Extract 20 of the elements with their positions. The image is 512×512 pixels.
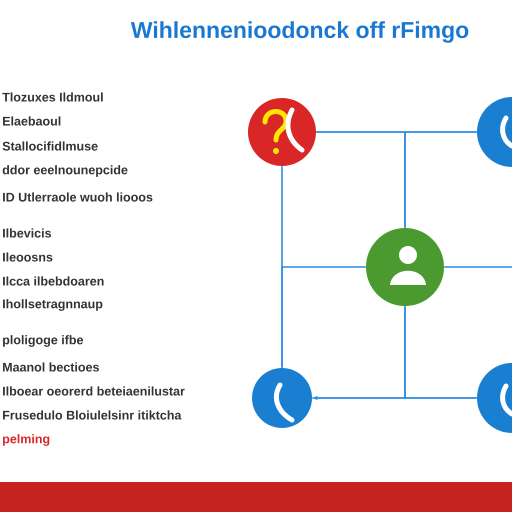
text-line: Maanol bectioes xyxy=(3,362,99,372)
text-line: Ileoosns xyxy=(3,252,52,262)
text-line: pelming xyxy=(3,434,50,446)
text-line: Tlozuxes Ildmoul xyxy=(2,92,103,102)
text-line: Stallocifidlmuse xyxy=(2,141,98,151)
circle-node xyxy=(248,98,316,166)
text-line: ddor eeelnounepcide xyxy=(2,165,128,177)
text-line: Elaebaoul xyxy=(3,116,60,126)
text-line: Ihollsetragnnaup xyxy=(3,299,102,311)
text-line: ploligoge ifbe xyxy=(3,335,84,347)
connector-line xyxy=(444,266,512,268)
text-line: ID Utlerraole wuoh liooos xyxy=(3,192,152,202)
title: Wihlennenioodonck off rFimgo xyxy=(130,21,468,43)
connector-line xyxy=(281,266,366,368)
text-line: Ilcca ilbebdoaren xyxy=(3,276,104,286)
connector-line xyxy=(404,131,477,228)
text-line: Ilboear oeorerd beteiaenilustar xyxy=(3,386,185,396)
text-line: Ilbevicis xyxy=(3,228,52,238)
text-line: Frusedulo Bloiulelsinr itiktcha xyxy=(3,410,182,420)
circle-node xyxy=(252,368,312,428)
